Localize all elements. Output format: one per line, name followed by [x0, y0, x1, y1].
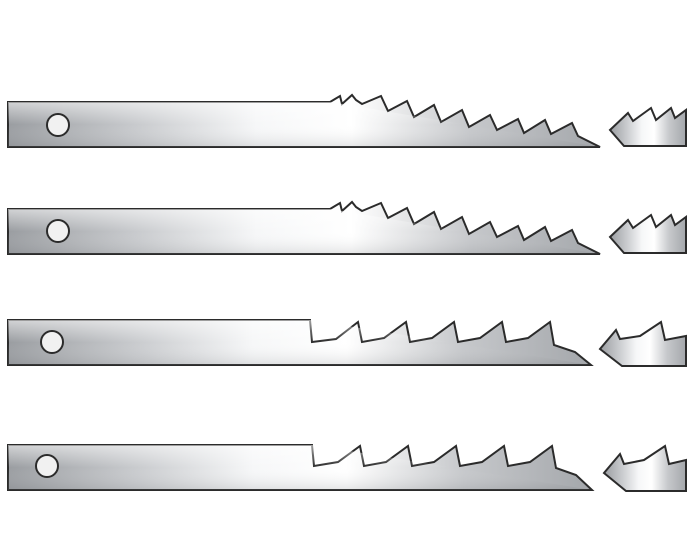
blade-3-tip-fragment	[598, 320, 687, 367]
blade-4-tip-fragment	[602, 444, 687, 492]
blade-1-pin-hole	[46, 113, 70, 137]
saw-blade-3	[7, 319, 687, 367]
blade-2-tip-fragment	[608, 213, 687, 254]
blade-4-pin-hole	[35, 454, 59, 478]
saw-blade-2	[7, 200, 687, 255]
blade-1-tip-fragment	[608, 106, 687, 147]
blade-3-pin-hole	[40, 330, 64, 354]
blade-2-pin-hole	[46, 219, 70, 243]
saw-blade-1	[7, 93, 687, 148]
saw-blade-4	[7, 444, 687, 492]
